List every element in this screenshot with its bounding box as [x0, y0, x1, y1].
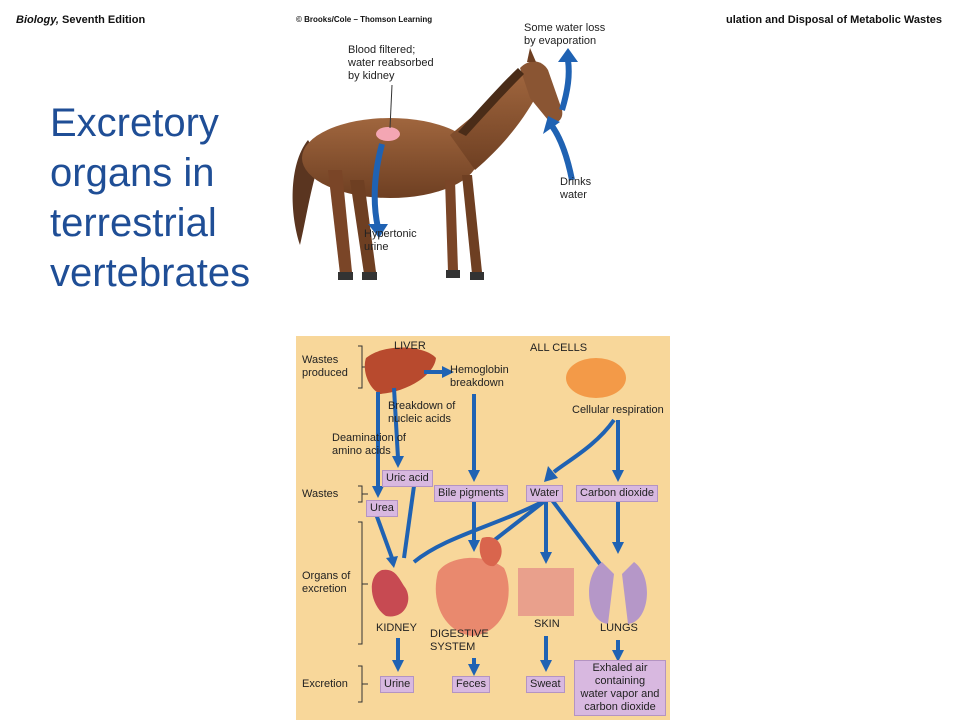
kidney-highlight [376, 127, 400, 141]
organ-kidney: KIDNEY [376, 622, 417, 634]
horse-leg-back-2 [350, 180, 376, 274]
horse-leg-front-1 [445, 180, 458, 272]
product-sweat: Sweat [526, 676, 565, 693]
waste-water: Water [526, 485, 563, 502]
drinks-arrowhead [543, 116, 560, 134]
horse-body [302, 118, 478, 198]
arrow-water-lungs [550, 498, 602, 566]
hoof [446, 270, 460, 278]
book-edition: Seventh Edition [58, 14, 146, 26]
organ-digestive-system: DIGESTIVE SYSTEM [430, 628, 489, 653]
book-title: Biology, Seventh Edition [16, 14, 145, 26]
arrow-water-kidney [412, 498, 547, 564]
cell-icon [566, 358, 626, 398]
organ-skin: SKIN [534, 618, 560, 630]
label-nucleic-acids: Breakdown of nucleic acids [388, 400, 456, 425]
arrow-urea-kidney [374, 513, 394, 559]
hoof [470, 272, 484, 280]
row-label-wastes: Wastes [302, 488, 339, 500]
product-exhaled-air: Exhaled air containing water vapor and c… [574, 660, 666, 716]
kidney-pointer [389, 84, 393, 129]
organ-lungs: LUNGS [600, 622, 638, 634]
arrow-uric-kidney [402, 485, 416, 559]
kidney-icon [371, 569, 409, 617]
horse-illustration [292, 48, 578, 280]
waste-carbon-dioxide: Carbon dioxide [576, 485, 658, 502]
waste-flow-diagram: Wastes produced Wastes Organs of excreti… [296, 336, 670, 720]
diagram-graphics [358, 345, 647, 703]
horse-leg-back-1 [328, 170, 352, 274]
label-liver: LIVER [394, 340, 426, 352]
label-cellular-respiration: Cellular respiration [572, 404, 664, 416]
arrow-water-digestive [490, 498, 548, 544]
digestive-system-icon [435, 557, 509, 636]
label-all-cells: ALL CELLS [530, 342, 588, 354]
waste-bile-pigments: Bile pigments [434, 485, 509, 502]
waste-uric-acid: Uric acid [382, 470, 433, 487]
hoof [362, 272, 377, 280]
product-feces: Feces [452, 676, 490, 693]
lungs-icon [589, 562, 647, 624]
label-evaporation: Some water loss by evaporation [524, 22, 606, 47]
bracket-wastes [358, 485, 368, 503]
row-label-organs: Organs of excretion [302, 570, 351, 595]
label-deamination: Deamination of amino acids [332, 432, 406, 457]
product-urine: Urine [380, 676, 415, 693]
horse-ear [527, 48, 536, 62]
evaporation-arrowhead [558, 48, 578, 62]
skin-icon [518, 568, 574, 616]
horse-leg-front-2 [462, 175, 482, 274]
label-hemoglobin: Hemoglobin breakdown [450, 364, 509, 389]
stomach-icon [479, 537, 502, 567]
chapter-title: ulation and Disposal of Metabolic Wastes [726, 14, 942, 26]
liver-icon [364, 347, 436, 394]
row-label-excretion: Excretion [302, 678, 348, 690]
arrow-to-uric-acid [392, 387, 400, 459]
horse-mane [458, 68, 524, 136]
drinks-arrow [549, 124, 575, 181]
label-hypertonic-urine: Hypertonic urine [364, 228, 417, 253]
slide-title: Excretory organs in terrestrial vertebra… [50, 101, 251, 295]
bracket-organs [358, 521, 368, 645]
hoof [338, 272, 353, 280]
horse-neck [450, 72, 542, 170]
book-title-italic: Biology, [16, 14, 59, 26]
label-blood-filtered: Blood filtered; water reabsorbed by kidn… [348, 44, 434, 82]
bracket-excretion [358, 665, 368, 703]
evaporation-arrow [559, 59, 572, 111]
row-label-wastes-produced: Wastes produced [302, 354, 348, 379]
horse-head [520, 61, 563, 123]
copyright-notice: © Brooks/Cole – Thomson Learning [296, 15, 433, 24]
urine-arrowhead [368, 224, 388, 238]
label-drinks-water: Drinks water [560, 176, 592, 201]
waste-urea: Urea [366, 500, 398, 517]
urine-arrow [371, 143, 385, 229]
arrow-to-water [552, 418, 616, 474]
